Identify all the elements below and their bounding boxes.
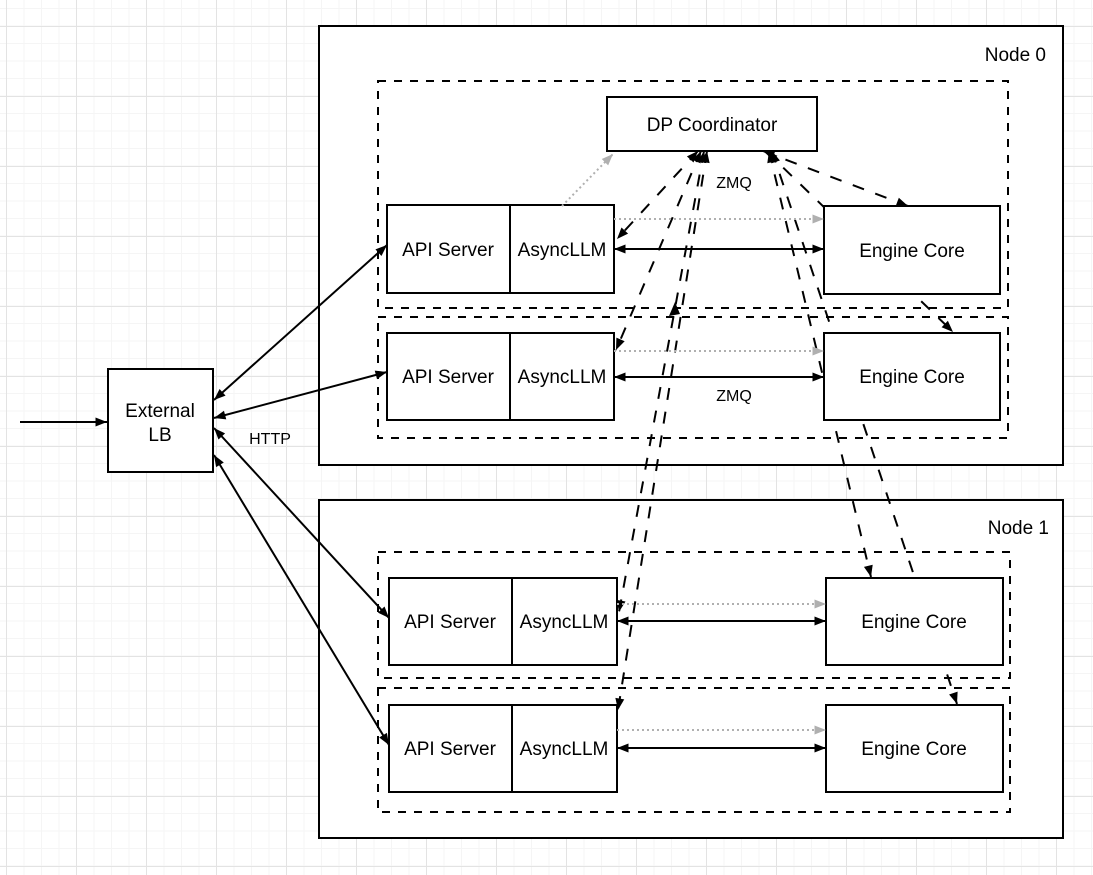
- api-server-label-n0r1: API Server: [402, 240, 495, 261]
- engine-core-label-n0r1: Engine Core: [859, 241, 965, 262]
- zmq-label-coordinator: ZMQ: [716, 175, 752, 192]
- external-lb-label-line1: External: [125, 401, 195, 422]
- node0-title: Node 0: [985, 45, 1046, 66]
- http-label: HTTP: [249, 431, 291, 448]
- engine-core-label-n1r1: Engine Core: [861, 612, 967, 633]
- asyncllm-label-n0r1: AsyncLLM: [518, 240, 607, 261]
- api-asyncllm-box-n1r1: [388, 577, 618, 666]
- dp-coordinator-label: DP Coordinator: [647, 115, 778, 136]
- api-server-label-n1r1: API Server: [404, 612, 497, 633]
- engine-core-box-n1r2: [825, 704, 1004, 793]
- api-asyncllm-box-n0r2: [386, 332, 615, 421]
- external-lb-label-line2: LB: [148, 425, 171, 446]
- engine-core-label-n0r2: Engine Core: [859, 367, 965, 388]
- node1-title: Node 1: [988, 518, 1049, 539]
- asyncllm-label-n0r2: AsyncLLM: [518, 367, 607, 388]
- api-asyncllm-box-n1r2: [388, 704, 618, 793]
- engine-core-box-n1r1: [825, 577, 1004, 666]
- external-lb-box: [107, 368, 214, 473]
- dashed-arrowhead-mid: [669, 302, 680, 316]
- engine-core-label-n1r2: Engine Core: [861, 739, 967, 760]
- solid-arrow-lb-api-n0r2: [213, 370, 388, 420]
- asyncllm-label-n1r1: AsyncLLM: [520, 612, 609, 633]
- api-server-label-n1r2: API Server: [404, 739, 497, 760]
- asyncllm-label-n1r2: AsyncLLM: [520, 739, 609, 760]
- engine-core-box-n0r1: [823, 205, 1001, 295]
- dp-coordinator-box: [606, 96, 818, 152]
- engine-core-box-n0r2: [823, 332, 1001, 421]
- solid-arrow-lb-api-n1r2: [213, 454, 390, 746]
- api-asyncllm-box-n0r1: [386, 204, 615, 294]
- api-server-label-n0r2: API Server: [402, 367, 495, 388]
- dotted-arrow-asyncllm-coordinator: [561, 153, 614, 207]
- zmq-label-row: ZMQ: [716, 388, 752, 405]
